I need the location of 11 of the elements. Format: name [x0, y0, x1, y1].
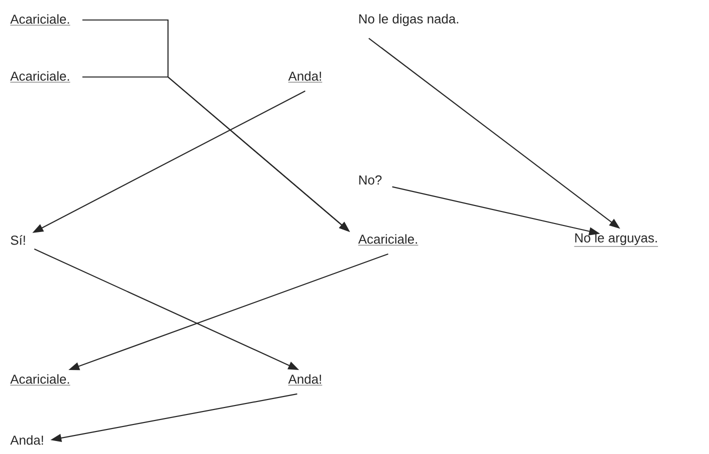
text-label: Acariciale. [10, 374, 70, 386]
text-label: No le arguyas. [574, 232, 658, 247]
text-label: No le digas nada. [359, 14, 458, 26]
text-label: Acariciale. [358, 234, 418, 246]
text-label: Acariciale. [10, 14, 70, 26]
text-label: Anda! [288, 374, 322, 386]
text-label: Anda! [10, 435, 43, 445]
text-label: Acariciale. [10, 71, 70, 82]
text-label: No? [359, 175, 382, 185]
text-label: Sí! [10, 235, 25, 245]
text-label: Anda! [288, 71, 322, 82]
